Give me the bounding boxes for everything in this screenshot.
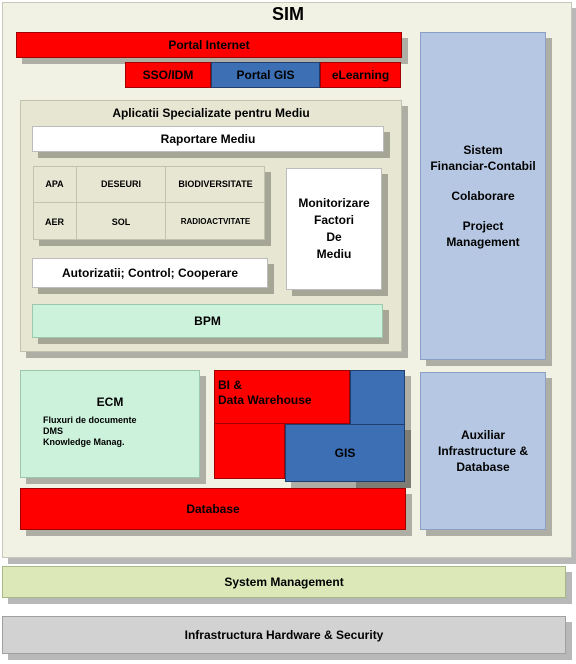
ecm-item-fluxuri: Fluxuri de documente [43,415,137,425]
monitorizare-block[interactable]: Monitorizare Factori De Mediu [286,168,382,290]
domain-grid [33,166,265,240]
portal-gis-block[interactable]: Portal GIS [211,62,320,88]
ecm-item-dms: DMS [43,426,63,436]
sso-idm-label: SSO/IDM [142,68,194,82]
domain-sol[interactable]: SOL [77,203,166,240]
database-block[interactable]: Database [20,488,406,530]
bpm-label: BPM [194,314,221,328]
financiar-line-2: Financiar-Contabil [430,159,536,173]
domain-deseuri[interactable]: DESEURI [77,166,166,203]
elearning-block[interactable]: eLearning [320,62,401,88]
sso-idm-block[interactable]: SSO/IDM [125,62,211,88]
monitorizare-line-3: De [326,230,342,244]
apps-title: Aplicatii Specializate pentru Mediu [112,106,310,120]
ecm-title: ECM [96,395,124,409]
domain-aer-label: AER [44,216,64,227]
domain-apa[interactable]: APA [33,166,77,203]
domain-apa-label: APA [45,179,64,189]
autorizatii-label: Autorizatii; Control; Cooperare [62,266,238,280]
bpm-block[interactable]: BPM [32,304,383,338]
auxiliar-block[interactable]: Auxiliar Infrastructure & Database [420,372,546,530]
raportare-mediu-label: Raportare Mediu [160,132,256,146]
colaborare-label: Colaborare [451,189,515,203]
domain-aer[interactable]: AER [33,203,77,240]
infrastructura-block[interactable]: Infrastructura Hardware & Security [2,616,566,654]
domain-deseuri-label: DESEURI [100,179,141,189]
auxiliar-line-1: Auxiliar [460,428,505,442]
domain-sol-label: SOL [111,216,131,227]
portal-internet-label: Portal Internet [168,38,250,52]
management-label: Management [446,235,520,249]
domain-biodiversitate[interactable]: BIODIVERSITATE [166,166,265,203]
bi-label: BI & Data Warehouse [218,378,312,408]
bi-line-1: BI & [218,378,242,392]
ecm-item-knowledge: Knowledge Manag. [43,437,125,447]
bi-block-bottom[interactable] [214,423,285,479]
elearning-label: eLearning [331,68,390,82]
portal-internet-block[interactable]: Portal Internet [16,32,402,58]
autorizatii-block[interactable]: Autorizatii; Control; Cooperare [32,258,268,288]
gis-block[interactable]: GIS [285,424,405,482]
auxiliar-line-3: Database [456,460,510,474]
infrastructura-label: Infrastructura Hardware & Security [184,628,384,642]
monitorizare-line-2: Factori [313,213,354,227]
system-management-label: System Management [224,575,344,589]
project-label: Project [462,219,504,233]
ecm-block[interactable]: ECM Fluxuri de documente DMS Knowledge M… [20,370,200,478]
database-label: Database [186,502,240,516]
portal-gis-label: Portal GIS [236,68,295,82]
financiar-line-1: Sistem [463,143,503,157]
domain-radioactivitate[interactable]: RADIOACTVITATE [166,203,265,240]
raportare-mediu-block[interactable]: Raportare Mediu [32,126,384,152]
monitorizare-line-4: Mediu [316,247,352,261]
sim-title: SIM [271,4,304,24]
domain-biodiversitate-label: BIODIVERSITATE [178,179,253,189]
financiar-panel[interactable]: Sistem Financiar-Contabil Colaborare Pro… [420,32,546,360]
system-management-block[interactable]: System Management [2,566,566,598]
monitorizare-line-1: Monitorizare [298,196,370,210]
bi-line-2: Data Warehouse [218,393,312,407]
gis-label: GIS [334,446,356,460]
auxiliar-line-2: Infrastructure & [437,444,529,458]
domain-radioactivitate-label: RADIOACTVITATE [180,217,251,226]
